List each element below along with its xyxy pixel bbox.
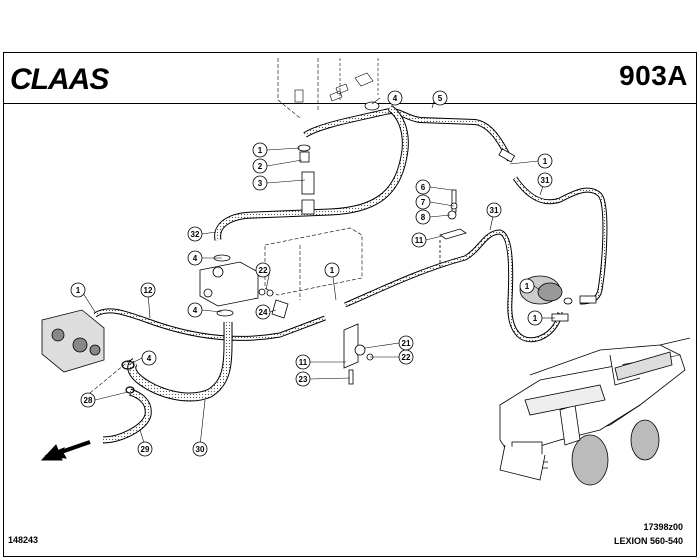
housing-sketch	[277, 58, 379, 119]
callout-label: 4	[147, 354, 152, 363]
callout-label: 4	[193, 306, 198, 315]
callout-label: 22	[402, 353, 411, 362]
callout-label: 1	[330, 266, 335, 275]
hose-clip-24	[258, 288, 289, 319]
claas-logo: CLAAS	[10, 64, 110, 94]
right-fittings	[498, 148, 597, 322]
model-name: LEXION 560-540	[613, 536, 683, 546]
callout-circle	[295, 354, 311, 370]
callout-circle	[192, 441, 208, 457]
combine-harvester-sketch	[499, 337, 691, 486]
callout-label: 31	[490, 206, 499, 215]
callout-label: 6	[421, 183, 426, 192]
clamp-bracket-lower	[343, 323, 374, 385]
callout-label: 29	[141, 445, 150, 454]
support-bracket	[264, 227, 363, 300]
callout-circle	[255, 262, 271, 278]
callout-circle	[141, 350, 157, 366]
callout-label: 11	[299, 358, 308, 367]
callout-circle	[252, 175, 268, 191]
callout-circle	[537, 172, 553, 188]
callout-label: 24	[259, 308, 268, 317]
callout-label: 23	[299, 375, 308, 384]
callout-label: 1	[543, 157, 548, 166]
callout-circle	[415, 194, 431, 210]
callout-label: 1	[533, 314, 538, 323]
callout-label: 3	[258, 179, 263, 188]
callout-circle	[70, 282, 86, 298]
hose-clamps	[121, 360, 135, 394]
callout-circle	[255, 304, 271, 320]
logo-text: CLAAS	[10, 64, 109, 94]
valve-block	[199, 254, 259, 317]
callout-label: 32	[191, 230, 200, 239]
callout-circle	[295, 371, 311, 387]
callout-label: 8	[421, 213, 426, 222]
callout-label: 4	[193, 254, 198, 263]
header-bar	[3, 52, 697, 104]
callout-circle	[398, 349, 414, 365]
callout-circle	[187, 302, 203, 318]
callout-circle	[324, 262, 340, 278]
callout-circle	[187, 226, 203, 242]
callout-labels: 1 2 3 32 4 4 4 5 1 31 6 7 8 11 31 1 1 22…	[76, 94, 550, 454]
callout-circle	[80, 392, 96, 408]
callout-group	[70, 90, 553, 457]
callout-label: 7	[421, 198, 426, 207]
callout-circle	[252, 158, 268, 174]
leader-lines	[82, 97, 555, 447]
callout-label: 2	[258, 162, 263, 171]
callout-circle	[411, 232, 427, 248]
hydraulic-pump	[41, 309, 105, 373]
callout-circle	[187, 250, 203, 266]
callout-circle	[527, 310, 543, 326]
fitting-stack-1-2-3	[297, 101, 380, 215]
page-number: 903A	[619, 60, 688, 91]
callout-label: 30	[196, 445, 205, 454]
callout-circle	[432, 90, 448, 106]
callout-label: 21	[402, 339, 411, 348]
drawing-frame	[3, 52, 697, 557]
reference-code: 17398z00	[643, 522, 683, 532]
callout-label: 31	[541, 176, 550, 185]
callout-label: 1	[76, 286, 81, 295]
callout-circle	[519, 278, 535, 294]
callout-circle	[415, 209, 431, 225]
callout-circle	[537, 153, 553, 169]
callout-label: 1	[258, 146, 263, 155]
callout-label: 1	[525, 282, 530, 291]
callout-label: 22	[259, 266, 268, 275]
callout-circle	[137, 441, 153, 457]
callout-circle	[140, 282, 156, 298]
callout-circle	[486, 202, 502, 218]
direction-arrow	[40, 440, 91, 461]
callout-label: 28	[84, 396, 93, 405]
callout-label: 11	[415, 236, 424, 245]
callout-circle	[415, 179, 431, 195]
callout-label: 4	[393, 94, 398, 103]
callout-circle	[252, 142, 268, 158]
callout-label: 5	[438, 94, 443, 103]
callout-circle	[387, 90, 403, 106]
callout-label: 12	[144, 286, 153, 295]
drawing-number: 148243	[8, 535, 39, 545]
